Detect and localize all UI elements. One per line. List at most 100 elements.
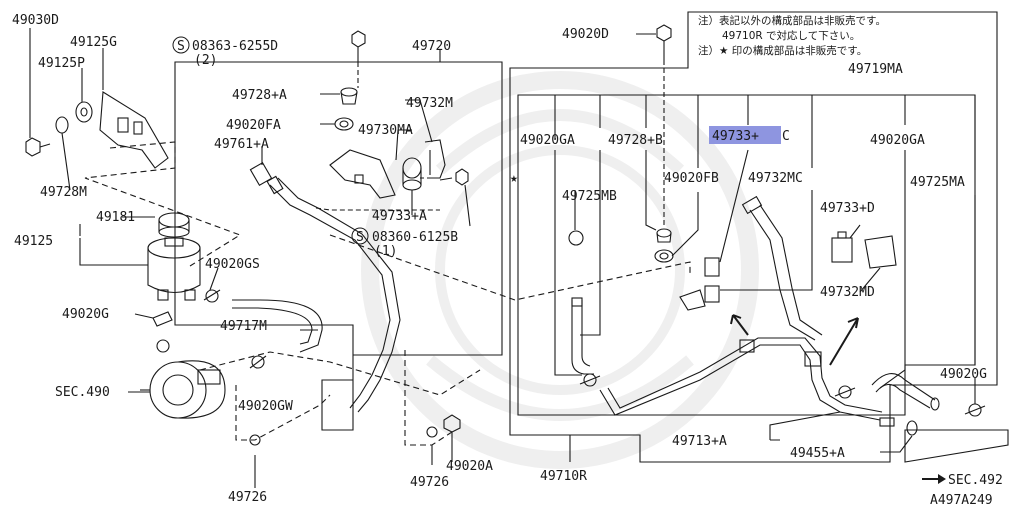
label-49181: 49181 (96, 210, 135, 225)
washer-49728m (55, 116, 69, 134)
label-49725ma: 49725MA (910, 175, 965, 190)
label-49733a: 49733+A (372, 209, 427, 224)
label-49761a: 49761+A (214, 137, 269, 152)
label-bolt-08363: 08363-6255D (192, 39, 278, 54)
oring-49455a (906, 420, 918, 436)
bracket-49730ma (329, 149, 396, 199)
dashed-tank-guide (84, 141, 242, 267)
bolt-49020a (443, 414, 461, 445)
label-49728b: 49728+B (608, 133, 663, 148)
pressure-pipe-49720-outer (277, 177, 401, 413)
grommet-49125p (75, 101, 93, 123)
fitting-49761a-2 (266, 175, 284, 195)
label-49732m: 49732M (406, 96, 453, 111)
fitting-49761a (249, 161, 273, 187)
bracket-49732mc (679, 289, 706, 311)
label-49733c-suffix: C (782, 129, 790, 144)
label-ref-code: A497A249 (930, 493, 993, 508)
label-49733c: 49733+ (712, 129, 759, 144)
washer-49726-right (426, 426, 438, 438)
grommet-49728b (656, 228, 672, 243)
oring-49725mb (568, 230, 584, 246)
pipe-49713a-outer (607, 337, 883, 413)
clamp-49020gs (203, 289, 221, 303)
oring-49020fb (654, 249, 674, 263)
clamp-49020g-right (964, 403, 986, 417)
label-49726-left: 49726 (228, 490, 267, 505)
label-49730ma: 49730MA (358, 123, 413, 138)
clamp-49020g-left (152, 311, 173, 327)
clamp-49020gw (249, 355, 267, 369)
pipe-fitting-mid (739, 339, 755, 353)
label-49733d: 49733+D (820, 201, 875, 216)
pipe-upper-branch (749, 204, 823, 341)
label-49125p: 49125P (38, 56, 85, 71)
label-49020ga-left: 49020GA (520, 133, 575, 148)
pump-sec490 (140, 360, 226, 419)
label-49728m: 49728M (40, 185, 87, 200)
washer-49726-left (249, 434, 261, 446)
label-49030d: 49030D (12, 13, 59, 28)
note-line-2: 49710R で対応して下さい。 (722, 29, 860, 42)
label-49728a: 49728+A (232, 88, 287, 103)
arrow-up-49732md (829, 317, 859, 366)
oring-49020fa (334, 117, 354, 131)
oring-left (156, 339, 170, 353)
bracket-49732md (864, 235, 897, 269)
label-49020a: 49020A (446, 459, 493, 474)
label-49020gw: 49020GW (238, 399, 293, 414)
dashed-washer-guide (235, 385, 331, 441)
pipe-group-frame (174, 61, 503, 431)
seal-49728a (340, 87, 358, 105)
s-mark-mid: S (356, 230, 364, 245)
label-49713a: 49713+A (672, 434, 727, 449)
hose-end-49725mb (571, 297, 583, 307)
arrow-up-49732mc (730, 314, 749, 336)
label-49719ma: 49719MA (848, 62, 903, 77)
insulator-49733c (704, 257, 720, 303)
label-49710r: 49710R (540, 469, 587, 484)
pressure-pipe-49720 (269, 184, 391, 409)
hose-49725ma (871, 373, 940, 411)
label-bolt-08360-qty: (1) (374, 244, 397, 259)
reservoir-49125 (147, 212, 201, 301)
hose-49717m (232, 299, 323, 353)
note-line-3: 注）★ 印の構成部品は非販売です。 (698, 44, 867, 57)
label-49125: 49125 (14, 234, 53, 249)
pipe-fitting-mid-2 (804, 351, 822, 367)
label-bolt-08360: 08360-6125B (372, 230, 458, 245)
label-sec490: SEC.490 (55, 385, 110, 400)
label-49020ga-right: 49020GA (870, 133, 925, 148)
label-49726-right: 49726 (410, 475, 449, 490)
bracket-49125g (99, 91, 169, 169)
label-49020g-left: 49020G (62, 307, 109, 322)
label-49720: 49720 (412, 39, 451, 54)
s-mark-top-circle (172, 36, 190, 54)
label-49725mb: 49725MB (562, 189, 617, 204)
insulator-49733d (831, 231, 853, 263)
s-mark-top: S (177, 39, 185, 54)
sec492-frame (904, 429, 1009, 463)
dashed-long-guide (329, 234, 691, 301)
label-49020fa: 49020FA (226, 118, 281, 133)
label-49020d: 49020D (562, 27, 609, 42)
highlight-49733c (709, 126, 781, 144)
dashed-bolt-guide (404, 350, 456, 446)
label-49455a: 49455+A (790, 446, 845, 461)
note-line-1: 注）表記以外の構成部品は非販売です。 (698, 14, 886, 27)
star-mark: ★ (510, 171, 518, 186)
bolt-08360 (439, 168, 469, 186)
label-49732md: 49732MD (820, 285, 875, 300)
dashed-pump-guide (199, 351, 481, 396)
leaders-left (29, 28, 471, 488)
fitting-49713a-end (879, 417, 895, 427)
label-49020fb: 49020FB (664, 171, 719, 186)
label-sec492: SEC.492 (948, 473, 1003, 488)
label-49020g-right: 49020G (940, 367, 987, 382)
label-49732mc: 49732MC (748, 171, 803, 186)
bolt-08363 (351, 30, 366, 62)
arrow-sec492 (922, 474, 946, 484)
dashed-mid-bolt-guide (315, 177, 440, 211)
